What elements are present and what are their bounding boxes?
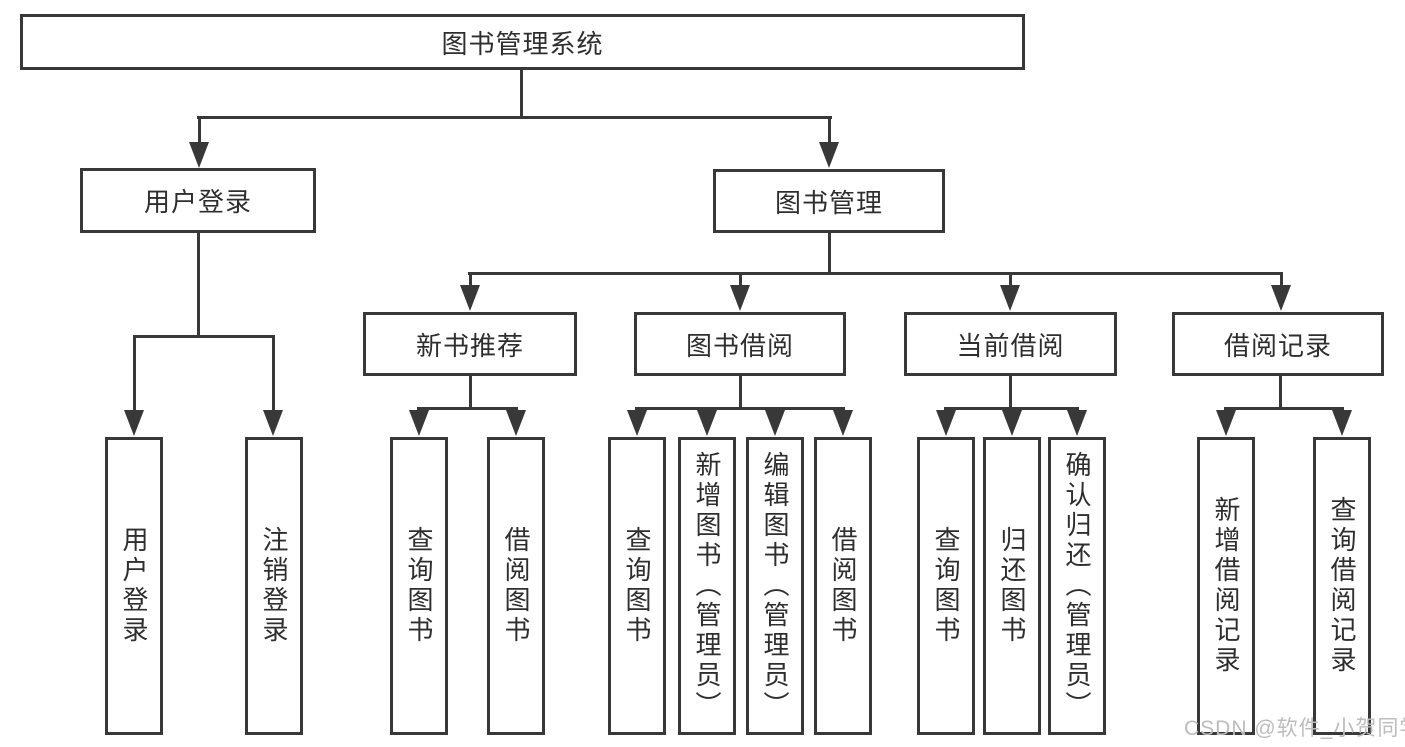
arrow-down-icon <box>189 142 209 168</box>
connector-line <box>1009 374 1012 409</box>
connector-line <box>1279 374 1282 409</box>
node-new-book-recommend: 新书推荐 <box>363 312 577 376</box>
node-root-label: 图书管理系统 <box>441 28 604 59</box>
leaf-return-books: 归还图书 <box>983 437 1041 735</box>
leaf-user-login: 用户登录 <box>105 437 163 735</box>
connector-line <box>828 231 831 274</box>
arrow-down-icon <box>936 410 956 436</box>
node-root: 图书管理系统 <box>20 14 1025 70</box>
connector-line <box>469 272 472 288</box>
leaf-add-books-admin-label: 新增图书（管理员） <box>692 451 722 721</box>
arrow-down-icon <box>124 410 144 436</box>
node-borrow-record: 借阅记录 <box>1172 312 1384 376</box>
leaf-query-books-borrow: 查询图书 <box>608 437 666 735</box>
node-current-borrow-label: 当前借阅 <box>956 330 1065 361</box>
connector-line <box>1224 407 1344 410</box>
connector-line <box>520 68 523 118</box>
leaf-add-borrow-record-label: 新增借阅记录 <box>1211 496 1241 676</box>
arrow-down-icon <box>263 410 283 436</box>
connector-line <box>739 272 742 288</box>
node-book-borrow: 图书借阅 <box>634 312 846 376</box>
watermark-text: CSDN @软件_小贺同学 <box>1184 717 1405 740</box>
connector-line <box>1009 272 1012 288</box>
arrow-down-icon <box>627 410 647 436</box>
leaf-add-books-admin: 新增图书（管理员） <box>678 437 736 735</box>
leaf-user-login-label: 用户登录 <box>119 526 149 646</box>
connector-line <box>197 116 832 119</box>
node-borrow-record-label: 借阅记录 <box>1223 330 1332 361</box>
connector-line <box>739 374 742 409</box>
leaf-edit-books-admin-label: 编辑图书（管理员） <box>760 451 790 721</box>
connector-line <box>468 272 1283 275</box>
arrow-down-icon <box>506 410 526 436</box>
arrow-down-icon <box>1332 410 1352 436</box>
leaf-logout-label: 注销登录 <box>259 526 289 646</box>
leaf-return-books-label: 归还图书 <box>997 526 1027 646</box>
arrow-down-icon <box>1000 285 1020 311</box>
leaf-query-books-current: 查询图书 <box>917 437 975 735</box>
node-user-login-label: 用户登录 <box>143 187 252 217</box>
leaf-confirm-return-admin: 确认归还（管理员） <box>1048 437 1106 735</box>
connector-line <box>635 407 845 410</box>
leaf-query-books-borrow-label: 查询图书 <box>622 526 652 646</box>
arrow-down-icon <box>730 285 750 311</box>
connector-line <box>469 374 472 409</box>
arrow-down-icon <box>833 410 853 436</box>
arrow-down-icon <box>460 285 480 311</box>
arrow-down-icon <box>1271 285 1291 311</box>
arrow-down-icon <box>409 410 429 436</box>
connector-line <box>272 335 275 413</box>
arrow-down-icon <box>1002 410 1022 436</box>
node-current-borrow: 当前借阅 <box>904 312 1117 376</box>
leaf-borrow-books-label: 借阅图书 <box>828 526 858 646</box>
node-book-management-label: 图书管理 <box>774 187 883 218</box>
connector-line <box>133 335 274 338</box>
leaf-logout: 注销登录 <box>245 437 303 735</box>
leaf-borrow-books-recommend-label: 借阅图书 <box>501 526 531 646</box>
node-new-book-recommend-label: 新书推荐 <box>415 330 524 361</box>
arrow-down-icon <box>1216 410 1236 436</box>
connector-line <box>197 231 200 337</box>
leaf-query-borrow-record-label: 查询借阅记录 <box>1327 496 1357 676</box>
arrow-down-icon <box>697 410 717 436</box>
leaf-edit-books-admin: 编辑图书（管理员） <box>746 437 804 735</box>
connector-line <box>828 116 831 146</box>
arrow-down-icon <box>765 410 785 436</box>
arrow-down-icon <box>1067 410 1087 436</box>
leaf-query-books-recommend: 查询图书 <box>390 437 448 735</box>
leaf-borrow-books-recommend: 借阅图书 <box>487 437 545 735</box>
node-book-borrow-label: 图书借阅 <box>685 330 794 361</box>
connector-line <box>198 116 201 146</box>
connector-line <box>417 407 518 410</box>
leaf-add-borrow-record: 新增借阅记录 <box>1197 437 1255 735</box>
connector-line <box>1280 272 1283 288</box>
leaf-confirm-return-admin-label: 确认归还（管理员） <box>1062 451 1092 721</box>
connector-line <box>133 335 136 413</box>
node-book-management: 图书管理 <box>713 169 945 233</box>
leaf-query-books-recommend-label: 查询图书 <box>404 526 434 646</box>
node-user-login: 用户登录 <box>80 168 316 233</box>
leaf-borrow-books: 借阅图书 <box>814 437 872 735</box>
leaf-query-books-current-label: 查询图书 <box>931 526 961 646</box>
leaf-query-borrow-record: 查询借阅记录 <box>1313 437 1371 735</box>
arrow-down-icon <box>819 142 839 168</box>
